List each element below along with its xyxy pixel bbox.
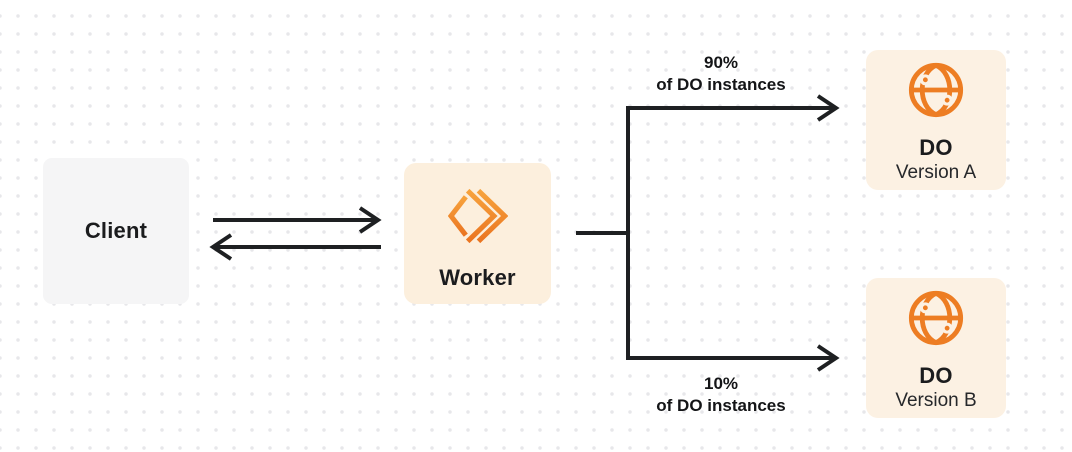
client-label: Client: [84, 218, 148, 243]
branch-bottom-label: 10% of DO instances: [601, 373, 841, 417]
branch-top-percent: 90%: [703, 53, 739, 72]
do-version-b-node: DO Version B: [866, 278, 1006, 418]
arrow-client-to-worker: [213, 206, 382, 234]
worker-node: Worker: [404, 163, 551, 304]
arrow-worker-to-client: [209, 233, 381, 261]
branch-bottom-percent: 10%: [703, 374, 739, 393]
globe-icon: [908, 290, 964, 346]
branch-top-label: 90% of DO instances: [601, 52, 841, 96]
branch-bottom-caption: of DO instances: [656, 396, 786, 415]
arrow-branch-to-do-a: [626, 94, 840, 122]
workers-chevrons-icon: [447, 188, 508, 244]
arrow-branch-to-do-b: [626, 344, 840, 372]
globe-icon: [908, 62, 964, 118]
do-b-subtitle: Version B: [895, 390, 977, 411]
do-b-title: DO: [919, 363, 953, 388]
do-a-title: DO: [919, 135, 953, 160]
do-version-a-node: DO Version A: [866, 50, 1006, 190]
branch-top-caption: of DO instances: [656, 75, 786, 94]
worker-label: Worker: [439, 265, 516, 290]
client-node: Client: [43, 158, 189, 304]
do-a-subtitle: Version A: [895, 162, 977, 183]
